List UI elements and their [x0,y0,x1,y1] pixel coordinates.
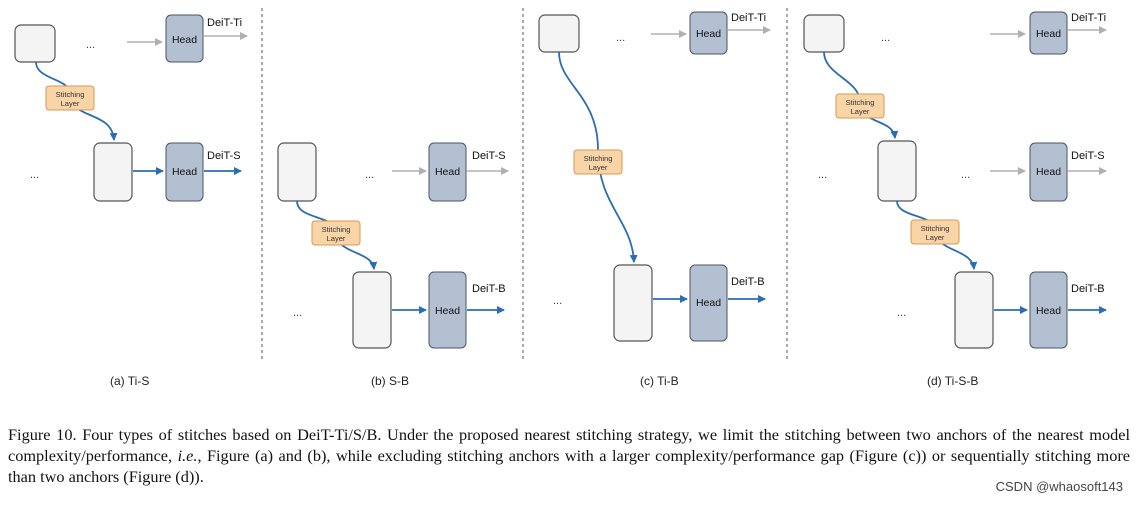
stitching-label: Layer [926,233,945,242]
stitching-label: Stitching [56,90,85,99]
head-block [1029,142,1068,202]
stitching-label: Layer [589,163,608,172]
head-block [689,11,728,55]
ellipsis-text: ... [553,295,562,307]
ellipsis-text: ... [365,169,374,181]
anchor-block [613,264,653,342]
model-label: DeiT-B [1071,283,1105,295]
anchor-block [352,271,392,349]
anchor-block [538,14,580,53]
head-label: Head [1036,305,1061,317]
model-label: DeiT-B [731,276,765,288]
ellipsis-text: ... [881,32,890,44]
panel-caption: (c) Ti-B [640,374,679,388]
head-label: Head [172,166,197,178]
caption-text: Four types of stitches based on DeiT-Ti/… [8,425,1130,465]
figure-caption: Figure 10. Four types of stitches based … [8,424,1130,487]
watermark: CSDN @whaosoft143 [995,479,1123,494]
stitching-label: Layer [61,99,80,108]
anchor-block [14,24,56,63]
head-block [165,14,204,63]
head-block [428,142,467,202]
anchor-block [803,14,845,53]
anchor-block [277,142,317,202]
figure-diagram: ... Head DeiT-Ti Stitching Layer ... Hea… [14,8,1107,388]
stitching-label: Stitching [322,225,351,234]
ellipsis-text: ... [897,307,906,319]
figure-label: Figure 10. [8,425,77,444]
stitching-label: Stitching [846,98,875,107]
stitching-label: Layer [851,107,870,116]
panel-caption: (b) S-B [371,374,409,388]
head-label: Head [435,166,460,178]
stitching-label: Layer [327,234,346,243]
ellipsis-text: ... [961,169,970,181]
head-block [1029,271,1068,349]
panel-caption: (a) Ti-S [110,374,149,388]
head-label: Head [1036,28,1061,40]
stitching-label: Stitching [584,154,613,163]
stitching-layer [910,219,960,245]
panel-caption: (d) Ti-S-B [927,374,978,388]
stitching-layer [311,220,361,246]
caption-ie: i.e. [177,446,198,465]
model-label: DeiT-S [472,150,506,162]
caption-text: , Figure (a) and (b), while excluding st… [8,446,1130,486]
model-label: DeiT-S [1071,150,1105,162]
ellipsis-text: ... [293,307,302,319]
anchor-block [954,271,994,349]
stitching-layer [835,93,885,119]
model-label: DeiT-B [472,283,506,295]
panel-a: ... Head DeiT-Ti Stitching Layer ... Hea… [14,14,248,388]
panel-b: ... Head DeiT-S Stitching Layer ... Head… [277,142,509,388]
stitching-label: Stitching [921,224,950,233]
head-block [165,142,204,202]
stitching-layer [45,85,95,111]
anchor-block [93,142,133,202]
model-label: DeiT-S [207,150,241,162]
ellipsis-text: ... [30,169,39,181]
head-label: Head [696,28,721,40]
ellipsis-text: ... [86,39,95,51]
panel-d: ... Head DeiT-Ti Stitching Layer ... ...… [803,11,1107,388]
ellipsis-text: ... [616,32,625,44]
anchor-block [877,140,917,202]
ellipsis-text: ... [818,169,827,181]
model-label: DeiT-Ti [207,17,242,29]
head-block [428,271,467,349]
stitching-layer [573,149,623,175]
head-block [689,264,728,342]
head-label: Head [1036,166,1061,178]
head-label: Head [172,34,197,46]
model-label: DeiT-Ti [1071,12,1106,24]
model-label: DeiT-Ti [731,12,766,24]
head-label: Head [696,297,721,309]
head-block [1029,11,1068,55]
head-label: Head [435,305,460,317]
panel-c: ... Head DeiT-Ti Stitching Layer ... Hea… [538,11,771,388]
